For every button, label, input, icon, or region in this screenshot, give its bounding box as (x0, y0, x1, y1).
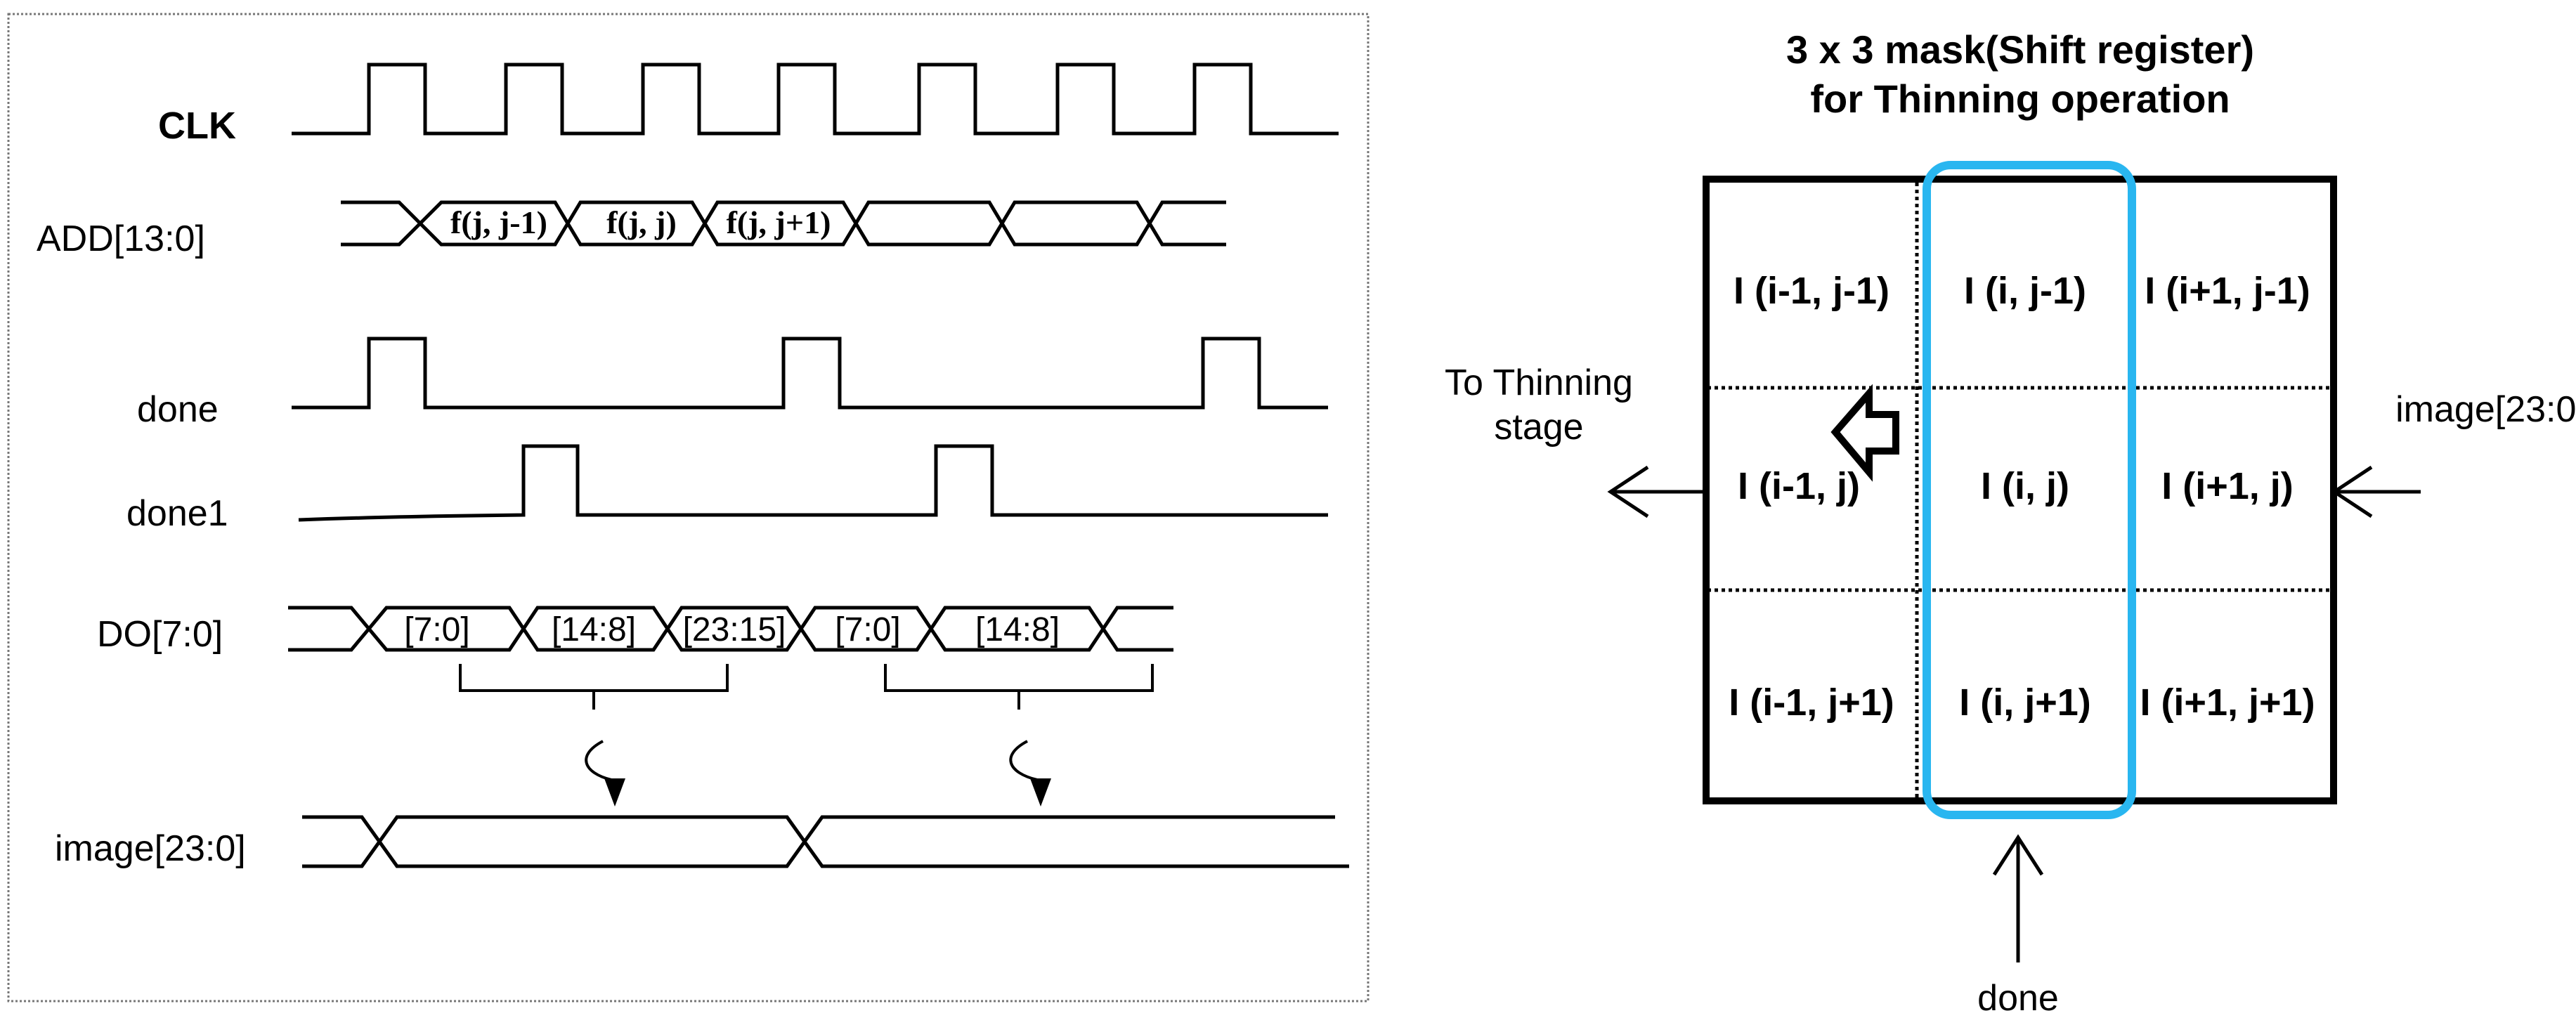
clk-waveform (292, 63, 1339, 136)
shift-arrow-icon (1830, 384, 1899, 482)
mask-title-line1: 3 x 3 mask(Shift register) (1786, 27, 2254, 72)
brace-1 (459, 664, 729, 710)
cell-r3-c3: I (i+1, j+1) (2140, 681, 2315, 724)
bottom-input-arrow (1992, 834, 2044, 962)
image-label: image[23:0] (55, 828, 246, 869)
cell-r1-c3: I (i+1, j-1) (2145, 270, 2310, 312)
center-column-highlight (1923, 161, 2136, 819)
add-value-1: f(j, j-1) (450, 204, 547, 240)
do-value-4: [7:0] (835, 611, 900, 648)
do-value-2: [14:8] (552, 611, 636, 648)
cell-r3-c1: I (i-1, j+1) (1729, 681, 1894, 724)
cell-r1-c2: I (i, j-1) (1964, 270, 2086, 312)
assemble-arrow-2 (1009, 740, 1051, 807)
add-label: ADD[13:0] (37, 218, 205, 259)
done-waveform (292, 337, 1328, 410)
brace-2 (884, 664, 1154, 710)
add-value-3: f(j, j+1) (727, 204, 831, 240)
cell-r2-c2: I (i, j) (1981, 465, 2069, 507)
timing-diagram: CLK ADD[13:0] done done1 DO[7:0] image[2… (7, 13, 1370, 1003)
timing-frame (7, 13, 1370, 1003)
do-bus-waveform (288, 606, 1173, 652)
left-output-label-line2: stage (1494, 407, 1583, 448)
clk-label: CLK (158, 105, 236, 147)
add-value-2: f(j, j) (606, 204, 677, 240)
done-label: done (137, 389, 219, 430)
do-value-1: [7:0] (404, 611, 469, 648)
mask-diagram: 3 x 3 mask(Shift register) for Thinning … (1445, 27, 2576, 1019)
done1-label: done1 (126, 493, 228, 534)
mask-grid-frame (1703, 176, 2337, 804)
do-label: DO[7:0] (97, 614, 223, 655)
cell-r2-c1: I (i-1, j) (1738, 465, 1860, 507)
add-bus-waveform (341, 200, 1226, 247)
assemble-arrow-1 (585, 740, 625, 807)
bottom-input-label: done (1977, 978, 2059, 1019)
cell-r2-c3: I (i+1, j) (2161, 465, 2294, 507)
do-value-5: [14:8] (975, 611, 1060, 648)
image-bus-waveform (302, 815, 1349, 868)
done1-waveform (298, 444, 1328, 522)
do-value-3: [23:15] (683, 611, 786, 648)
right-input-arrow (2331, 465, 2421, 518)
cell-r1-c1: I (i-1, j-1) (1733, 270, 1889, 312)
left-output-label-line1: To Thinning (1445, 363, 1633, 403)
left-output-arrow (1607, 465, 1704, 518)
mask-title-line2: for Thinning operation (1810, 77, 2230, 121)
cell-r3-c2: I (i, j+1) (1959, 681, 2091, 724)
right-input-label: image[23:0] (2395, 389, 2576, 430)
